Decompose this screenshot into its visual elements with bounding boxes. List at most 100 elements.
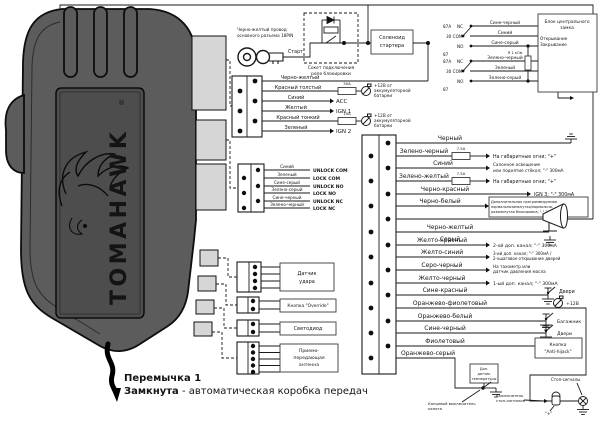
- connector-tab: [195, 163, 227, 211]
- start-label: Старт: [288, 49, 303, 55]
- antihijack-label: Кнопка: [550, 342, 567, 348]
- wire-label: Желто-красный: [417, 237, 467, 244]
- temp-sensor-label: датчик: [477, 372, 490, 376]
- caption-line2: Замкнута - автоматическая коробка переда…: [124, 386, 368, 397]
- wire-label: Черно-желтый: [281, 74, 320, 81]
- pin-label: UNLOCK COM: [313, 168, 348, 174]
- connector-tab: [195, 119, 227, 161]
- brand-logo: TOMAHAWK: [107, 129, 132, 305]
- front-panel: [55, 87, 145, 319]
- shock-sensor-box: [279, 262, 335, 292]
- central-lock-title: Блок центрального: [544, 19, 589, 25]
- alarm-unit: TOMAHAWK ®: [4, 6, 227, 402]
- fuse-icon: [451, 177, 471, 185]
- pin-label: LOCK COM: [313, 176, 340, 182]
- relay-pin-label: 87: [443, 87, 449, 92]
- annotation: На габаритные огни; "+": [493, 179, 556, 185]
- hood-switch-label: капота: [428, 406, 442, 411]
- pin-label: UNLOCK NO: [313, 184, 344, 190]
- wire-label: Зелено-серый: [272, 187, 303, 192]
- shock-sensor-label: удара: [299, 279, 315, 285]
- annotation: нормальнозамкнутая/нормально-: [491, 205, 554, 209]
- battery-icon: [361, 83, 372, 96]
- close-label: Закрывание: [540, 42, 567, 47]
- relay-pin-label: NC: [457, 24, 463, 29]
- door-switch-icon: [544, 286, 556, 296]
- lock-connector: Синий Зеленый Сине-серый Зелено-серый Си…: [237, 163, 348, 213]
- relay-socket-box: [303, 12, 359, 64]
- ridge-icon: [93, 6, 108, 78]
- brand-reg-mark: ®: [118, 99, 125, 107]
- annotation: датчик давления масла: [493, 269, 546, 274]
- connector-tab: [195, 299, 215, 315]
- annotation: 3-ий доп. канал; "-" 300мА /: [493, 251, 552, 256]
- override-button-label: Кнопка "Override": [287, 303, 328, 309]
- wire-label: Черно-красный: [421, 186, 469, 193]
- stoplights-label: Стоп-сигналы: [551, 377, 580, 382]
- wire-label: Синий: [498, 29, 513, 36]
- override-button-box: [279, 298, 337, 313]
- connector-tab: [197, 275, 217, 292]
- battery-label: батареи: [374, 93, 392, 98]
- solenoid-box: [370, 29, 414, 55]
- battery-icon: [361, 113, 372, 126]
- stopswitch-label: Выключатель: [496, 393, 524, 398]
- relay-pin-label: 87: [443, 52, 449, 57]
- fuse-icon: [337, 117, 357, 125]
- led-box: [279, 321, 337, 336]
- solenoid-label1: Соленоид: [379, 35, 405, 41]
- wire-label: Зелено-черный: [400, 148, 449, 155]
- wire-label: Серый: [440, 236, 460, 243]
- stop-lamp-icon: [578, 396, 588, 406]
- mounting-lug: [4, 93, 25, 174]
- wire-label: Серо-черный: [421, 262, 462, 269]
- main-harness-connector: [361, 134, 397, 375]
- wire-label: Оранжево-серый: [401, 350, 455, 357]
- wire-label: Черно-желтый: [427, 224, 474, 231]
- fuse-rating: 30А: [343, 81, 351, 86]
- solenoid-label2: стартера: [380, 43, 404, 49]
- annotation: На тахометр или: [493, 264, 531, 269]
- wire-label: Сине-черный: [273, 195, 302, 200]
- relay-pin-label: 87А: [443, 24, 451, 29]
- wire-label: Сине-черный: [490, 19, 520, 26]
- plus-label: "+": [545, 411, 552, 416]
- harness-wires: Черный Зелено-черный 7.5А На габаритные …: [396, 133, 593, 402]
- antenna-label: Приемо-: [299, 348, 319, 354]
- annotation: На габаритные огни; "+": [493, 154, 556, 160]
- temp-sensor-label: Доп.: [480, 367, 488, 371]
- resistor-icon: [524, 55, 532, 71]
- annotation: разомкнутая блокировка; "-" 300мА: [491, 210, 558, 214]
- wire-label: Зеленый: [284, 124, 307, 131]
- wire-label: Желто-черный: [419, 275, 466, 282]
- antenna-label: передающая: [293, 356, 325, 361]
- annotation: 2-хшаговое открывание дверей: [493, 256, 561, 261]
- wire-label: Желтый: [285, 104, 307, 111]
- brake-switch-icon: [551, 391, 561, 406]
- relay-pin-label: 30 СОМ: [446, 34, 463, 39]
- ign1-label: IGN 1: [336, 109, 351, 115]
- fuse-rating: 7.5А: [457, 146, 466, 151]
- annotation: Салонное освещение: [493, 162, 541, 167]
- ground-icon: [564, 133, 578, 144]
- battery-icon: [553, 295, 564, 308]
- trunk-switch-icon: [542, 312, 554, 322]
- battery-label: +12В от: [374, 83, 393, 88]
- relay-pin-label: 30 СОМ: [446, 69, 463, 74]
- caption: Перемычка 1 Замкнута - автоматическая ко…: [124, 373, 368, 397]
- wire-label: Зелено-черный: [487, 54, 523, 61]
- antenna-box: [279, 343, 339, 373]
- wire-label: Зелено-желтый: [399, 173, 449, 180]
- acc-label: ACC: [336, 99, 348, 105]
- wire-label: Черный: [438, 135, 462, 142]
- jumper-wire-tip: [111, 388, 121, 402]
- wire-label: Черно-белый: [419, 198, 460, 205]
- power-connector: Черно-желтый Красный толстый 30А +12В от…: [231, 74, 428, 138]
- wire-label: Зеленый: [495, 64, 515, 71]
- wire-label: Зеленый: [277, 172, 297, 177]
- annotation: Багажник: [557, 319, 581, 325]
- battery-label: батареи: [374, 123, 392, 128]
- ignition-key-icon: [237, 47, 284, 67]
- caption-line1: Перемычка 1: [124, 373, 201, 384]
